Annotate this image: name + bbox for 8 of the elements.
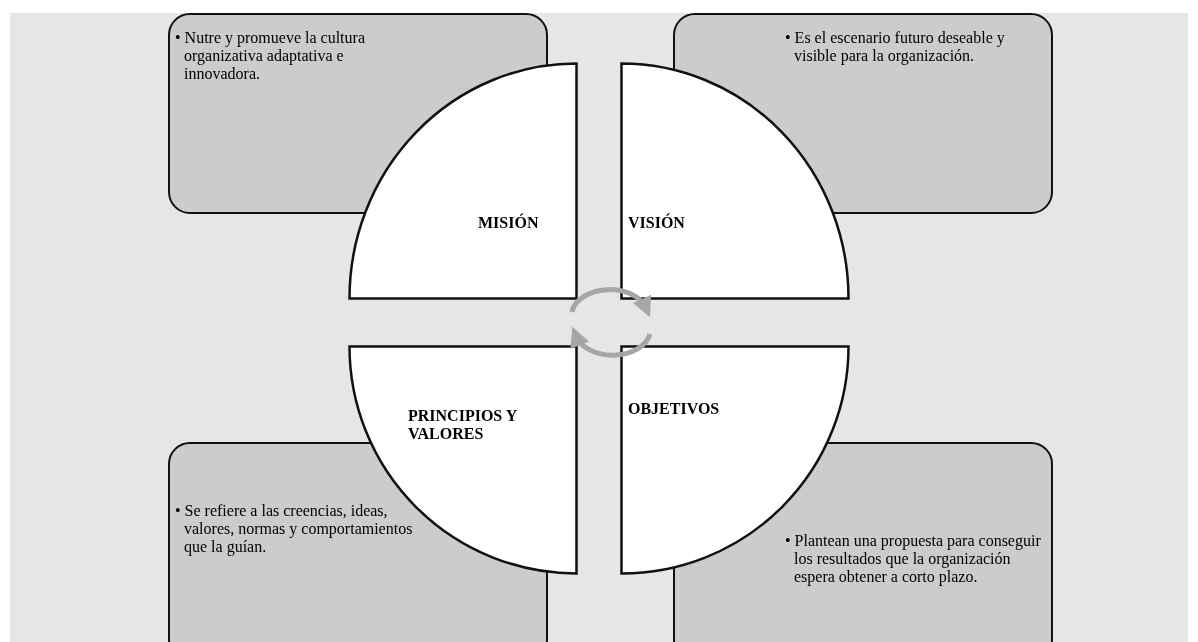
description-text: • Plantean una propuesta para conseguir los resultados que la organización espera obtener a corto plazo.: [785, 532, 1042, 586]
heading-text: MISIÓN: [478, 214, 540, 232]
description-text: • Es el escenario futuro deseable y visible para la organización.: [785, 29, 1006, 65]
description-text: • Nutre y promueve la cultura organizativa adaptativa e innovadora.: [175, 29, 366, 83]
description-text: • Se refiere a las creencias, ideas, valores, normas y comportamientos que la guían.: [175, 502, 414, 556]
heading-text: VISIÓN: [628, 214, 686, 232]
heading-text: PRINCIPIOS Y VALORES: [408, 407, 518, 443]
heading-text: OBJETIVOS: [628, 400, 721, 418]
